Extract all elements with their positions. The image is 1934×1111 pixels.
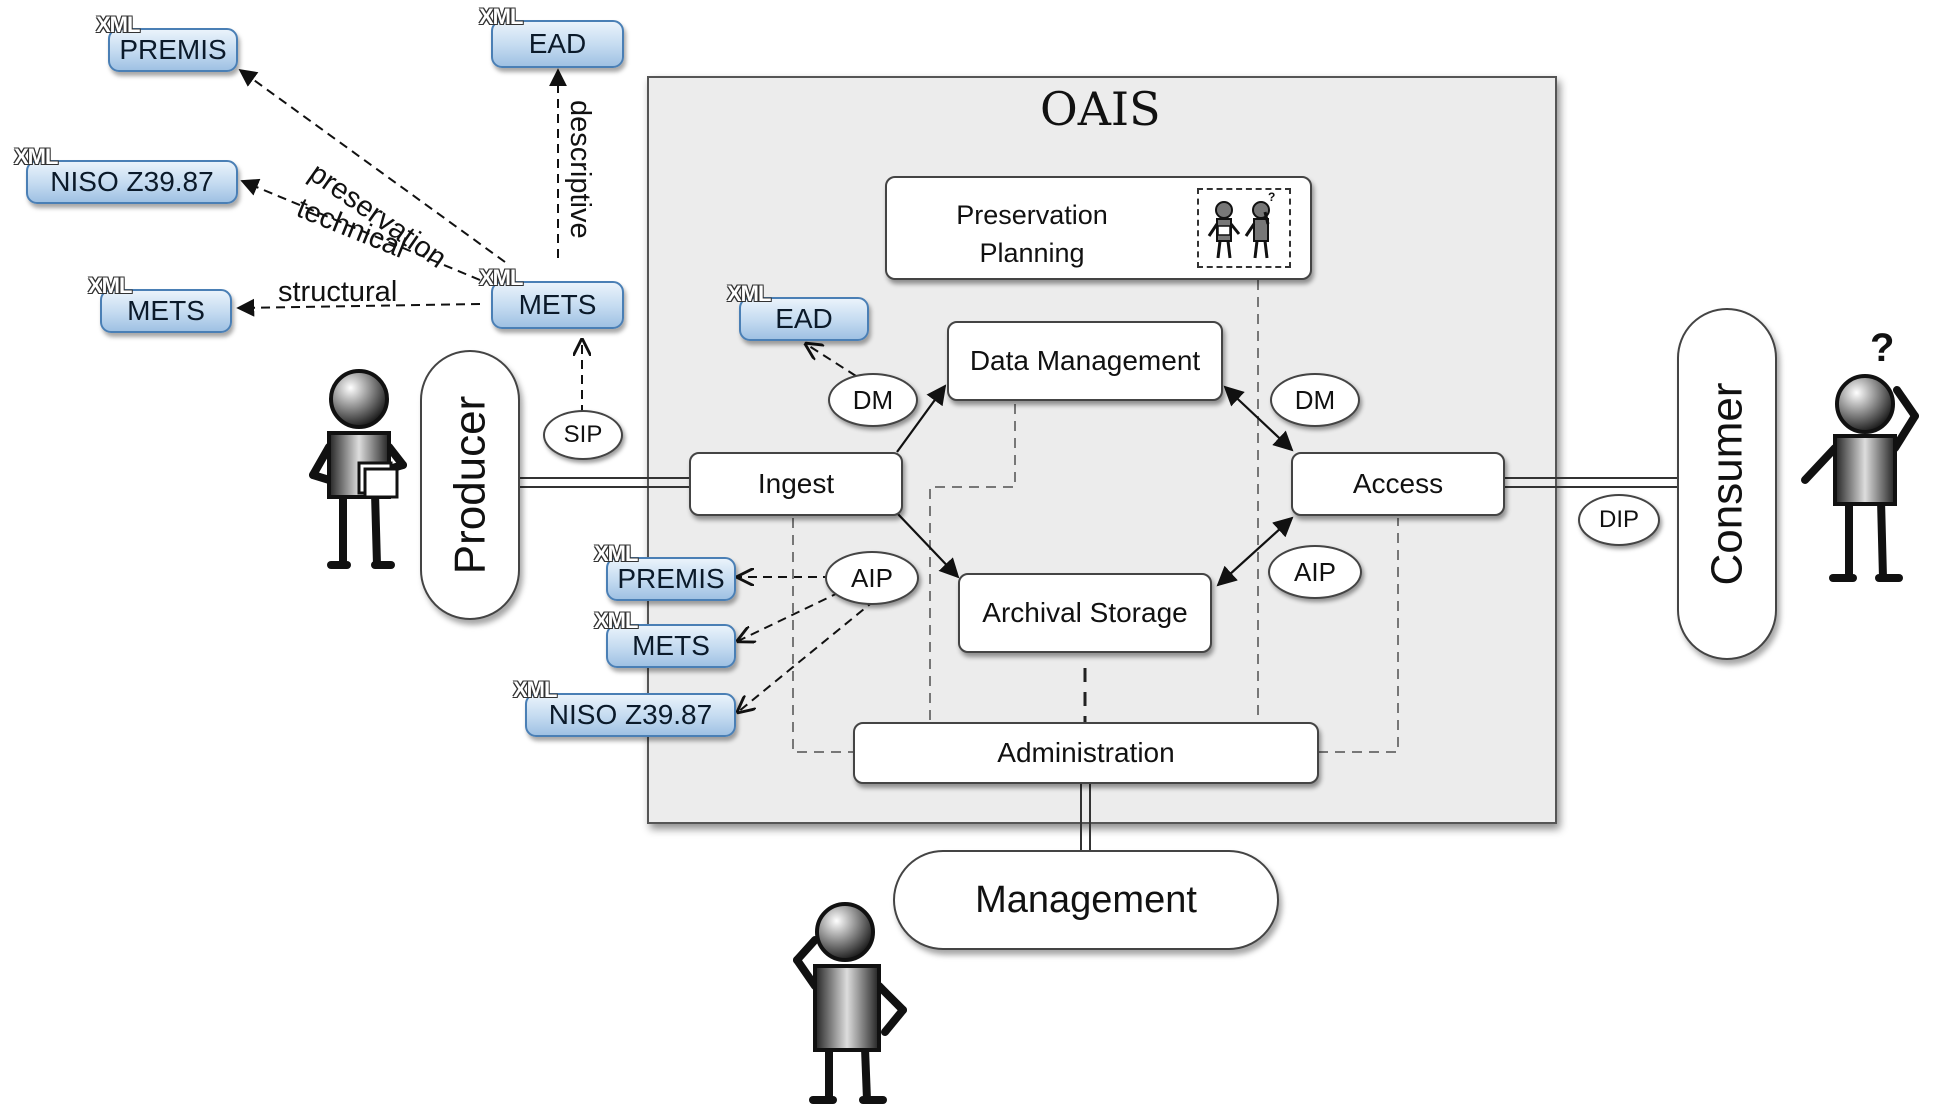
xml-mets-aip: XML METS bbox=[594, 610, 736, 668]
xml-niso-aip-label: NISO Z39.87 bbox=[548, 699, 713, 730]
xml-mets-main: XML METS bbox=[479, 267, 624, 329]
label-structural: structural bbox=[278, 276, 398, 308]
xml-ead-dm-label: EAD bbox=[775, 303, 833, 334]
sip-package: SIP bbox=[543, 410, 623, 460]
xml-premis-aip: XML PREMIS bbox=[594, 543, 736, 601]
aip-package-left: AIP bbox=[825, 551, 919, 605]
dm-package-right: DM bbox=[1270, 373, 1360, 427]
consumer-figure-icon bbox=[1801, 374, 1919, 582]
xml-niso-top: XML NISO Z39.87 bbox=[14, 146, 238, 204]
xml-niso-aip: XML NISO Z39.87 bbox=[513, 679, 736, 737]
svg-text:?: ? bbox=[1268, 190, 1275, 204]
planning-people-icon: ? bbox=[1197, 188, 1291, 268]
label-descriptive: descriptive bbox=[564, 100, 596, 239]
producer-pill: Producer bbox=[420, 350, 520, 620]
management-figure-icon bbox=[793, 902, 907, 1104]
preservation-planning-line2: Planning bbox=[979, 238, 1085, 268]
xml-mets-left: XML METS bbox=[88, 275, 232, 333]
xml-tag: XML bbox=[727, 281, 771, 306]
xml-tag: XML bbox=[513, 677, 557, 702]
xml-mets-left-label: METS bbox=[127, 295, 205, 326]
data-management-box: Data Management bbox=[947, 321, 1223, 401]
xml-tag: XML bbox=[594, 608, 638, 633]
consumer-question-mark: ? bbox=[1870, 326, 1895, 370]
administration-box: Administration bbox=[853, 722, 1319, 784]
xml-premis-top: XML PREMIS bbox=[96, 14, 238, 72]
xml-tag: XML bbox=[594, 541, 638, 566]
management-pill: Management bbox=[893, 850, 1279, 950]
access-box: Access bbox=[1291, 452, 1505, 516]
consumer-pill: Consumer bbox=[1677, 308, 1777, 660]
xml-tag: XML bbox=[14, 144, 58, 169]
xml-mets-aip-label: METS bbox=[632, 630, 710, 661]
preservation-planning-label: Preservation Planning bbox=[907, 196, 1157, 272]
archival-storage-box: Archival Storage bbox=[958, 573, 1212, 653]
xml-mets-main-label: METS bbox=[518, 289, 597, 320]
xml-ead-dm: XML EAD bbox=[727, 283, 869, 341]
xml-tag: XML bbox=[88, 273, 132, 298]
xml-tag: XML bbox=[96, 12, 140, 37]
xml-premis-top-label: PREMIS bbox=[119, 34, 227, 65]
xml-tag: XML bbox=[479, 265, 523, 290]
consumer-label: Consumer bbox=[1702, 382, 1751, 586]
oais-title: OAIS bbox=[1040, 82, 1161, 136]
preservation-planning-line1: Preservation bbox=[956, 200, 1108, 230]
xml-ead-top: XML EAD bbox=[479, 6, 624, 68]
preservation-planning-box: Preservation Planning ? bbox=[885, 176, 1312, 280]
producer-figure-icon bbox=[309, 369, 407, 569]
aip-package-right: AIP bbox=[1268, 545, 1362, 599]
xml-ead-top-label: EAD bbox=[528, 28, 587, 59]
producer-label: Producer bbox=[445, 395, 495, 575]
xml-niso-top-label: NISO Z39.87 bbox=[50, 166, 214, 197]
dip-package: DIP bbox=[1578, 494, 1660, 546]
people-icon: ? bbox=[1207, 190, 1275, 259]
dm-package-left: DM bbox=[828, 373, 918, 427]
ingest-box: Ingest bbox=[689, 452, 903, 516]
xml-tag: XML bbox=[479, 4, 523, 29]
management-label: Management bbox=[975, 878, 1197, 921]
xml-premis-aip-label: PREMIS bbox=[617, 563, 725, 594]
